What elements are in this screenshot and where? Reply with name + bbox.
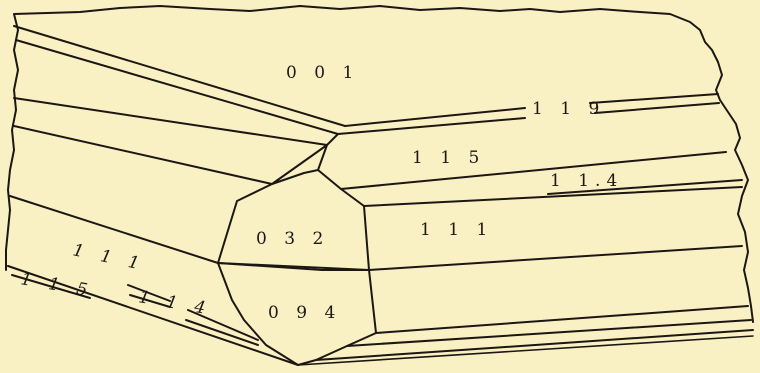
edge-left-2 [15, 39, 339, 135]
edge-left-4 [13, 125, 273, 185]
edge-right-119b [589, 93, 719, 104]
label-face-115-right: 1 1 5 [412, 148, 485, 168]
label-face-119: 1 1 9 [532, 99, 605, 119]
edge-left-10 [187, 309, 259, 341]
edge-left-1 [13, 25, 346, 127]
edge-right-119c [337, 117, 526, 135]
edge-032-094 [217, 262, 370, 271]
edge-right-119d [594, 102, 720, 114]
edge-left-8 [127, 284, 171, 302]
edge-bottom-3 [315, 329, 754, 361]
label-face-032: 0 3 2 [256, 229, 329, 249]
label-face-111-right: 1 1 1 [420, 220, 493, 240]
label-face-115-left: 1 1 5 [19, 269, 95, 301]
label-face-114-right: 1 1.4 [550, 171, 623, 191]
edge-left-7 [11, 274, 91, 299]
edge-left-9 [129, 294, 171, 308]
edge-left-6 [7, 265, 299, 366]
edge-left-5 [9, 195, 219, 264]
edge-right-115 [340, 151, 727, 190]
edge-right-114b [547, 179, 743, 195]
edge-bottom-1 [375, 305, 749, 334]
label-face-094: 0 9 4 [268, 303, 341, 323]
edge-right-114 [363, 186, 743, 207]
label-face-001: 0 0 1 [286, 63, 359, 83]
label-face-111-left: 1 1 1 [71, 240, 147, 275]
edge-left-11 [185, 319, 259, 346]
edge-right-111 [368, 245, 743, 271]
crystal-outline [5, 5, 754, 323]
edge-bottom-2 [346, 319, 752, 347]
edge-right-119a [344, 107, 526, 127]
face-032-outline [217, 133, 370, 271]
edge-left-3 [13, 97, 328, 146]
edge-bottom-4 [297, 335, 754, 366]
